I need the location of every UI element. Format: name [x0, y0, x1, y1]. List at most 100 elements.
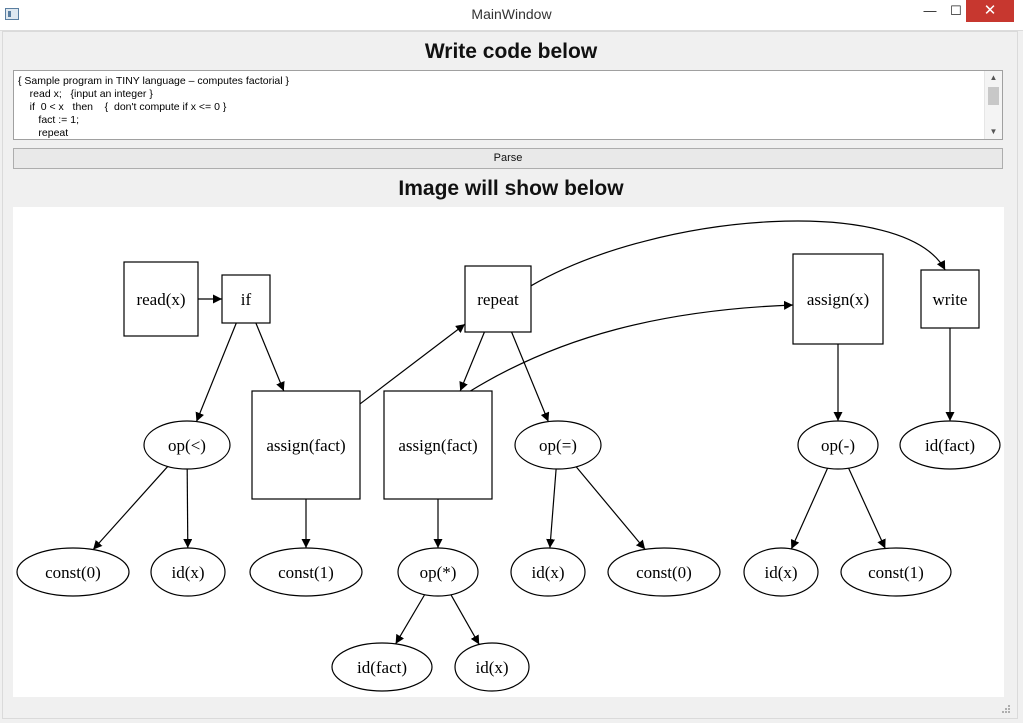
node-shape: [221, 274, 271, 324]
node-label: const(1): [868, 563, 924, 582]
scroll-down-arrow-icon[interactable]: ▼: [989, 127, 998, 136]
title-bar: MainWindow — ☐ ✕: [0, 0, 1023, 31]
node-label: const(1): [278, 563, 334, 582]
code-line: fact := 1;: [18, 114, 79, 126]
tree-node-idfact2: id(fact): [331, 642, 433, 692]
tree-node-repeat: repeat: [464, 265, 532, 333]
resize-grip-icon[interactable]: [1001, 704, 1011, 714]
edge-repeat-to-write: [530, 220, 946, 287]
edge-assignfact1-to-repeat: [359, 323, 466, 405]
code-line: read x; {input an integer }: [18, 88, 153, 100]
node-shape: [920, 269, 980, 329]
node-shape: [143, 420, 231, 470]
edge-assignfact2-to-assignx: [470, 300, 794, 392]
node-label: const(0): [45, 563, 101, 582]
edge-opminus-to-const1b: [848, 467, 886, 549]
tree-node-idfact1: id(fact): [899, 420, 1001, 470]
code-text[interactable]: { Sample program in TINY language – comp…: [18, 75, 290, 139]
node-shape: [397, 547, 479, 597]
node-label: op(-): [821, 436, 855, 455]
node-shape: [16, 547, 130, 597]
node-shape: [249, 547, 363, 597]
app-window-icon: [5, 8, 19, 20]
node-label: op(*): [420, 563, 457, 582]
syntax-tree-diagram: read(x) if repeat assign(x) write op(<) assign…: [16, 220, 1001, 692]
tree-node-const0b: const(0): [607, 547, 721, 597]
edge-oplt-to-idx1: [183, 468, 193, 549]
tree-node-write: write: [920, 269, 980, 329]
node-label: const(0): [636, 563, 692, 582]
tree-node-read: read(x): [123, 261, 199, 337]
node-label: assign(fact): [266, 436, 345, 455]
node-label: assign(fact): [398, 436, 477, 455]
code-editor[interactable]: { Sample program in TINY language – comp…: [13, 70, 1003, 140]
node-shape: [743, 547, 819, 597]
node-label: assign(x): [807, 290, 869, 309]
edge-opminus-to-idx3: [790, 467, 829, 550]
close-button[interactable]: ✕: [966, 0, 1014, 22]
tree-node-optimes: op(*): [397, 547, 479, 597]
tree-node-idx2: id(x): [510, 547, 586, 597]
tree-node-oplt: op(<): [143, 420, 231, 470]
image-heading: Image will show below: [398, 177, 624, 200]
edge-oplt-to-const0a: [92, 466, 169, 551]
edge-repeat-to-assignfact2: [459, 331, 485, 392]
node-shape: [331, 642, 433, 692]
tree-node-idx4: id(x): [454, 642, 530, 692]
code-line: if 0 < x then { don't compute if x <= 0 …: [18, 101, 227, 113]
tree-node-const0a: const(0): [16, 547, 130, 597]
tree-node-opminus: op(-): [797, 420, 879, 470]
edge-opeq-to-const0b: [575, 466, 646, 550]
tree-node-assignx: assign(x): [792, 253, 884, 345]
tree-node-assignfact1: assign(fact): [251, 390, 361, 500]
node-label: id(x): [171, 563, 204, 582]
edge-optimes-to-idx4: [450, 594, 480, 645]
node-label: read(x): [136, 290, 185, 309]
main-window-body: Write code below { Sample program in TIN…: [2, 31, 1018, 719]
editor-scrollbar[interactable]: ▲ ▼: [984, 71, 1002, 139]
node-shape: [607, 547, 721, 597]
node-label: id(fact): [925, 436, 975, 455]
node-shape: [123, 261, 199, 337]
node-shape: [899, 420, 1001, 470]
node-shape: [150, 547, 226, 597]
node-label: op(=): [539, 436, 577, 455]
node-shape: [797, 420, 879, 470]
parse-button[interactable]: Parse: [13, 148, 1003, 169]
node-shape: [464, 265, 532, 333]
node-label: op(<): [168, 436, 206, 455]
node-shape: [510, 547, 586, 597]
node-shape: [514, 420, 602, 470]
window-title: MainWindow: [471, 6, 552, 22]
code-line: { Sample program in TINY language – comp…: [18, 75, 290, 87]
node-label: id(fact): [357, 658, 407, 677]
node-shape: [383, 390, 493, 500]
code-heading: Write code below: [424, 40, 598, 63]
node-shape: [251, 390, 361, 500]
node-label: if: [241, 290, 252, 309]
maximize-button[interactable]: ☐: [950, 3, 962, 18]
edge-if-to-oplt: [195, 322, 237, 422]
edge-if-to-assignfact1: [255, 322, 285, 392]
edge-opeq-to-idx2: [546, 468, 557, 549]
node-label: repeat: [477, 290, 519, 309]
minimize-button[interactable]: —: [923, 3, 937, 18]
node-shape: [454, 642, 530, 692]
edge-repeat-to-opeq: [511, 331, 550, 422]
tree-node-if: if: [221, 274, 271, 324]
edge-optimes-to-idfact2: [395, 594, 426, 645]
code-line: repeat: [18, 127, 69, 139]
tree-node-const1a: const(1): [249, 547, 363, 597]
scroll-up-arrow-icon[interactable]: ▲: [989, 73, 998, 82]
tree-node-const1b: const(1): [840, 547, 952, 597]
node-label: write: [933, 290, 968, 309]
node-label: id(x): [531, 563, 564, 582]
tree-node-idx1: id(x): [150, 547, 226, 597]
tree-node-opeq: op(=): [514, 420, 602, 470]
node-shape: [792, 253, 884, 345]
node-label: id(x): [475, 658, 508, 677]
node-label: id(x): [764, 563, 797, 582]
scrollbar-thumb[interactable]: [988, 87, 999, 105]
tree-node-idx3: id(x): [743, 547, 819, 597]
syntax-tree-canvas: read(x) if repeat assign(x) write op(<) assign…: [13, 207, 1004, 697]
